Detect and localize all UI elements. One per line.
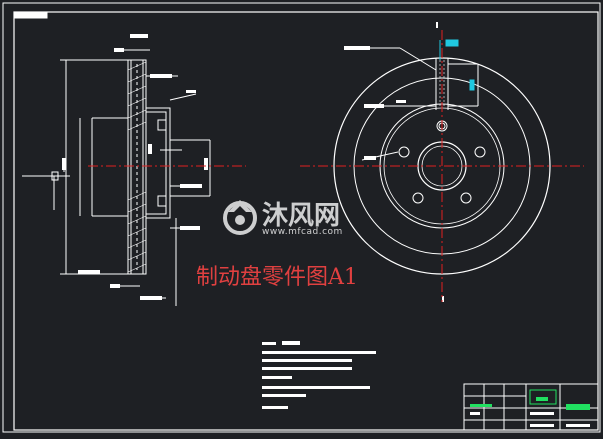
watermark-url: www.mfcad.com bbox=[262, 227, 343, 237]
title-block bbox=[463, 383, 599, 431]
sheet-title: 制动盘零件图A1 bbox=[196, 265, 358, 290]
side-section-view bbox=[22, 49, 211, 306]
side-view-dimension-tags bbox=[62, 34, 208, 300]
front-view-dimension-tags bbox=[344, 22, 444, 302]
technical-requirements-notes bbox=[262, 341, 376, 409]
front-view-centerlines bbox=[300, 30, 584, 302]
sheet-frame bbox=[2, 2, 601, 433]
watermark-logo-icon bbox=[223, 200, 257, 235]
watermark: 沐风网 www.mfcad.com bbox=[223, 200, 343, 237]
watermark-brand: 沐风网 bbox=[262, 201, 340, 231]
cyan-annotation bbox=[439, 39, 475, 91]
